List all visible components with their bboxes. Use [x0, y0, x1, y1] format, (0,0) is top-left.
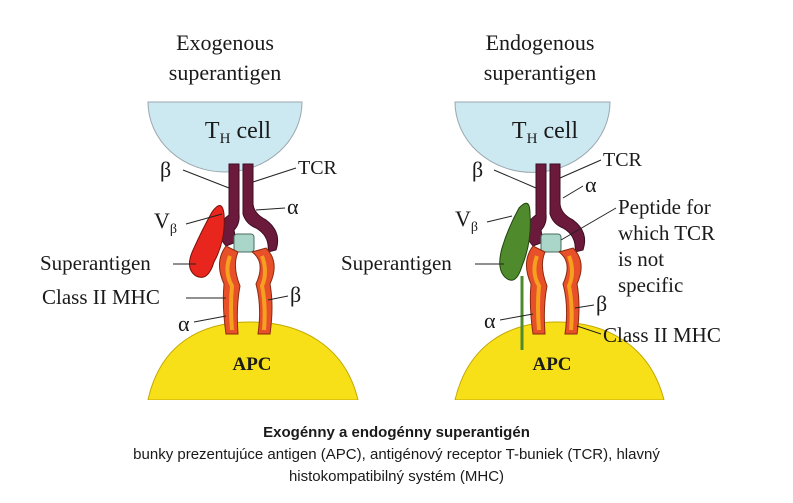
tcr-leader [559, 159, 602, 179]
caption-line-1: bunky prezentujúce antigen (APC), antigé… [133, 446, 660, 463]
tcr-alpha-leader [562, 185, 584, 199]
t-helper-cell-label: TH cell [512, 118, 578, 147]
superantigen-diagram: Exogenous superantigen TH cell APC β TCR… [40, 30, 721, 400]
tcr-beta-label: β [160, 157, 171, 182]
v-beta-leader [185, 213, 223, 225]
v-beta-label: Vβ [455, 206, 478, 235]
mhc-inner-stripe [225, 255, 235, 331]
apc-label: APC [532, 354, 571, 375]
mhc-beta-leader [267, 295, 289, 301]
tcr-leader [252, 167, 297, 183]
apc-label: APC [232, 354, 271, 375]
mhc-beta-label: β [290, 282, 301, 307]
mhc-beta-leader [574, 304, 595, 309]
mhc-inner-stripe-beta [259, 255, 267, 331]
peptide [540, 233, 562, 253]
exogenous-title-line1: Exogenous [176, 30, 274, 55]
tcr-alpha-label: α [585, 172, 597, 197]
superantigen-label: Superantigen [40, 251, 151, 275]
tcr-alpha-chain [549, 163, 586, 253]
tcr-alpha-label: α [287, 194, 299, 219]
peptide-label-line2: which TCR [618, 221, 715, 245]
mhc-inner-stripe-beta [566, 255, 574, 331]
class2-mhc-label: Class II MHC [42, 285, 160, 309]
tcr-alpha-chain [242, 163, 279, 253]
peptide-label-line1: Peptide for [618, 195, 711, 219]
endogenous-panel: Endogenous superantigen TH cell APC β TC… [341, 30, 721, 400]
t-helper-cell-label: TH cell [205, 118, 271, 147]
apc-cell [454, 321, 665, 400]
v-beta-leader [486, 215, 513, 223]
class2-mhc-label: Class II MHC [603, 323, 721, 347]
class2-mhc-leader [576, 325, 602, 335]
caption-line-2: histokompatibilný systém (MHC) [288, 468, 505, 485]
endogenous-title-line2: superantigen [484, 60, 596, 85]
mhc-alpha-leader [499, 313, 534, 321]
tcr-beta-leader [493, 169, 537, 189]
v-beta-label: Vβ [154, 208, 177, 237]
tcr-beta-label: β [472, 157, 483, 182]
tcr-label: TCR [298, 157, 338, 179]
superantigen-label: Superantigen [341, 251, 452, 275]
exogenous-superantigen [189, 205, 225, 278]
peptide-leader [560, 207, 617, 241]
peptide [233, 233, 255, 253]
mhc-alpha-label: α [484, 308, 496, 333]
mhc-inner-stripe [532, 255, 542, 331]
peptide-label-line4: specific [618, 273, 683, 297]
caption-title: Exogénny a endogénny superantigén [263, 424, 530, 441]
peptide-label-line3: is not [618, 247, 664, 271]
endogenous-title-line1: Endogenous [486, 30, 595, 55]
tcr-alpha-leader [255, 207, 286, 211]
mhc-alpha-label: α [178, 311, 190, 336]
exogenous-panel: Exogenous superantigen TH cell APC β TCR… [40, 30, 359, 400]
endogenous-superantigen [499, 202, 531, 281]
apc-cell [147, 321, 359, 400]
mhc-beta-label: β [596, 291, 607, 316]
tcr-label: TCR [603, 149, 643, 171]
exogenous-title-line2: superantigen [169, 60, 281, 85]
mhc-alpha-leader [193, 315, 227, 323]
tcr-beta-leader [182, 169, 230, 189]
